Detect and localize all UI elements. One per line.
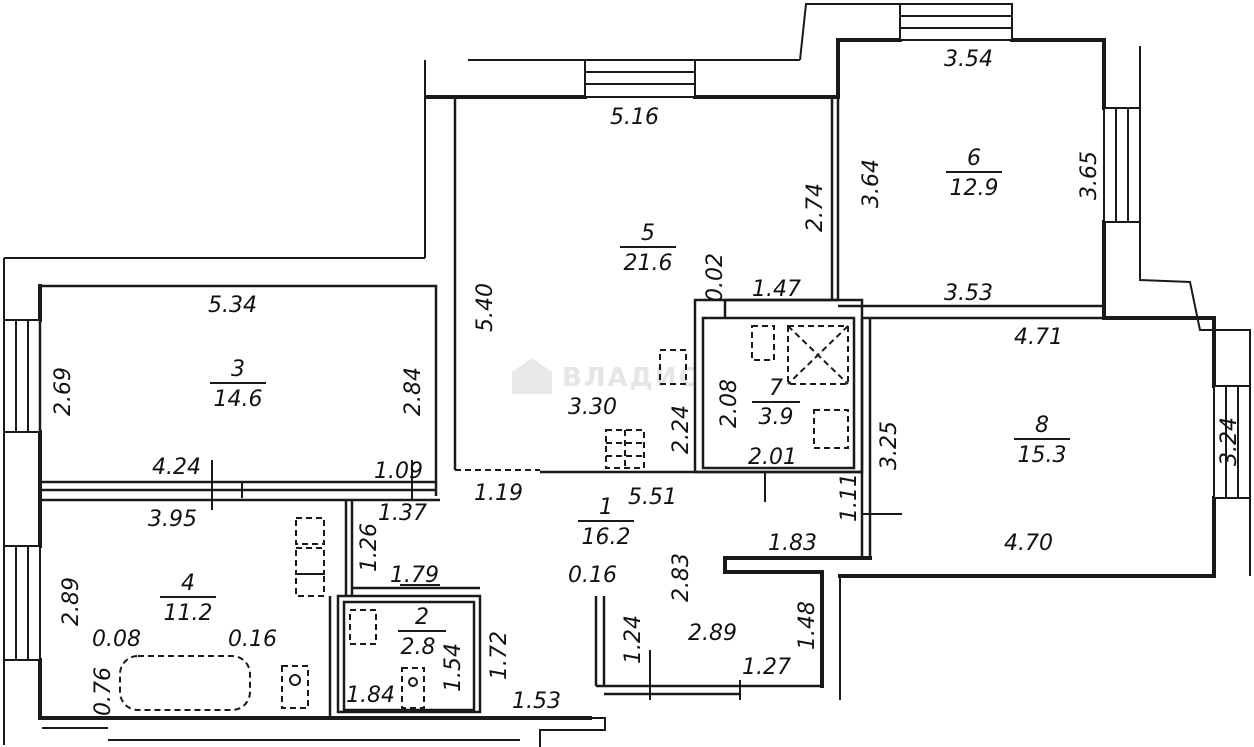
- dim-label: 3.64: [859, 159, 884, 208]
- window-room5: [584, 59, 696, 98]
- dim-label: 3.95: [148, 507, 197, 532]
- svg-text:16.2: 16.2: [582, 525, 631, 550]
- dim-label: 3.53: [944, 281, 993, 306]
- sink-icon: [659, 349, 687, 385]
- shower-icon: [787, 325, 849, 385]
- svg-text:2: 2: [415, 605, 429, 630]
- room-2-label: 2 2.8: [398, 605, 446, 660]
- svg-text:4: 4: [181, 571, 195, 596]
- fixtures: [119, 325, 849, 711]
- dim-label: 2.83: [669, 553, 694, 602]
- dim-label: 2.89: [59, 577, 84, 626]
- dim-label: 1.53: [512, 689, 561, 714]
- dim-label: 1.84: [346, 683, 395, 708]
- svg-text:8: 8: [1035, 413, 1049, 438]
- room-6-label: 6 12.9: [946, 146, 1002, 201]
- room-1-label: 1 16.2: [578, 495, 634, 550]
- window-room3: [3, 319, 41, 433]
- dim-label: 3.30: [568, 395, 617, 420]
- washer-icon: [295, 547, 325, 575]
- window-room6-top: [899, 3, 1013, 41]
- washer-icon: [295, 573, 325, 597]
- room-7-label: 7 3.9: [752, 376, 800, 430]
- windows: [3, 3, 1251, 661]
- room-5-label: 5 21.6: [620, 221, 676, 276]
- bathtub-icon: [119, 655, 251, 711]
- dim-label: 1.26: [357, 523, 382, 572]
- svg-text:5: 5: [641, 221, 655, 246]
- dim-label: 1.24: [621, 615, 646, 664]
- dim-label: 1.72: [487, 631, 512, 680]
- dim-label: 1.47: [752, 277, 801, 302]
- dim-label: 3.25: [877, 421, 902, 470]
- svg-text:11.2: 11.2: [164, 601, 213, 626]
- dim-label: 0.08: [92, 627, 141, 652]
- svg-text:15.3: 15.3: [1018, 443, 1067, 468]
- svg-text:2.8: 2.8: [401, 635, 436, 660]
- dim-label: 1.19: [474, 481, 523, 506]
- dim-label: 3.24: [1217, 417, 1242, 466]
- dim-label: 5.40: [473, 283, 498, 332]
- watermark: ВЛАДИС: [512, 358, 700, 394]
- room-3-label: 3 14.6: [210, 357, 266, 412]
- svg-text:21.6: 21.6: [624, 251, 673, 276]
- dim-label: 4.71: [1014, 325, 1063, 350]
- svg-text:7: 7: [769, 376, 783, 401]
- dimension-labels: 5.16 5.40 3.30 2.74 0.02 1.47 3.54 3.64 …: [51, 47, 1242, 716]
- interior-walls: [38, 97, 1104, 718]
- dim-label: 0.16: [568, 563, 617, 588]
- dim-label: 5.16: [610, 105, 659, 130]
- room-4-label: 4 11.2: [160, 571, 216, 626]
- svg-text:1: 1: [599, 495, 613, 520]
- toilet-bowl-icon: [408, 677, 418, 687]
- toilet-icon: [401, 667, 425, 709]
- dim-label: 2.74: [803, 183, 828, 232]
- dim-label: 2.89: [688, 621, 737, 646]
- dim-label: 2.24: [669, 405, 694, 454]
- dim-label: 2.69: [51, 367, 76, 416]
- toilet-bowl-icon: [289, 674, 301, 686]
- stove-icon: [605, 429, 645, 469]
- sink-icon: [349, 609, 377, 645]
- dim-label: 5.51: [628, 485, 677, 510]
- dim-label: 5.34: [208, 293, 257, 318]
- toilet-icon: [281, 665, 309, 709]
- dim-label: 0.16: [228, 627, 277, 652]
- washer-icon: [295, 517, 325, 545]
- dim-label: 3.65: [1077, 151, 1102, 200]
- window-room4: [3, 545, 41, 661]
- dim-label: 2.08: [717, 379, 742, 428]
- svg-text:12.9: 12.9: [950, 176, 999, 201]
- window-room6-right: [1103, 107, 1141, 223]
- dim-label: 1.27: [742, 655, 791, 680]
- svg-text:3: 3: [231, 357, 245, 382]
- dim-label: 2.84: [401, 367, 426, 416]
- dim-label: 0.76: [91, 667, 116, 716]
- dim-label: 4.70: [1004, 531, 1053, 556]
- dim-label: 2.01: [748, 445, 797, 470]
- dim-label: 3.54: [944, 47, 993, 72]
- watermark-text: ВЛАДИС: [562, 363, 700, 393]
- dim-label: 0.02: [703, 253, 728, 302]
- dim-label: 1.37: [378, 501, 427, 526]
- dim-label: 1.79: [390, 563, 439, 588]
- dim-label: 1.11: [837, 473, 862, 522]
- room-8-label: 8 15.3: [1014, 413, 1070, 468]
- dim-label: 1.48: [795, 601, 820, 650]
- svg-text:14.6: 14.6: [214, 387, 263, 412]
- house-icon: [512, 358, 552, 394]
- dim-label: 1.54: [441, 643, 466, 692]
- window-room8: [1213, 385, 1251, 499]
- dim-label: 4.24: [152, 455, 201, 480]
- svg-text:3.9: 3.9: [759, 405, 794, 430]
- room-labels: 5 21.6 6 12.9 3 14.6 7 3.9 8 15.3 1 16.2: [160, 146, 1070, 660]
- dim-label: 1.09: [374, 459, 423, 484]
- toilet-icon: [751, 325, 775, 361]
- dim-label: 1.83: [768, 531, 817, 556]
- sink-icon: [813, 409, 849, 449]
- svg-text:6: 6: [967, 146, 981, 171]
